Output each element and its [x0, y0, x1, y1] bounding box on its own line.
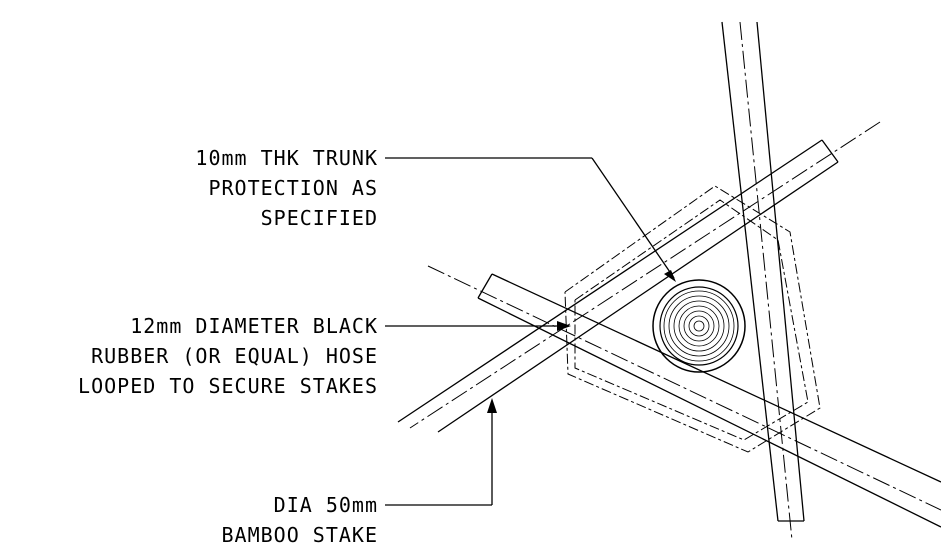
- label-line: 10mm THK TRUNK: [195, 146, 378, 170]
- vertical-bamboo-stake: [721, 21, 805, 541]
- arrowhead-icon: [664, 270, 676, 282]
- label-line: 12mm DIAMETER BLACK: [130, 314, 378, 338]
- hose-loop-outline: [564, 185, 821, 453]
- label-bamboo-stake: DIA 50mm BAMBOO STAKE: [222, 493, 379, 547]
- tree-trunk: [652, 279, 746, 373]
- upper-diagonal-bamboo-stake: [397, 121, 881, 433]
- lower-diagonal-bamboo-stake: [427, 265, 941, 528]
- label-line: DIA 50mm: [274, 493, 378, 517]
- label-line: SPECIFIED: [261, 206, 378, 230]
- label-line: BAMBOO STAKE: [222, 523, 379, 547]
- label-trunk-protection: 10mm THK TRUNK PROTECTION AS SPECIFIED: [195, 146, 378, 230]
- arrowhead-icon: [557, 321, 571, 331]
- leader-trunk-protection: [385, 157, 676, 282]
- label-rubber-hose: 12mm DIAMETER BLACK RUBBER (OR EQUAL) HO…: [78, 314, 378, 398]
- label-line: LOOPED TO SECURE STAKES: [78, 374, 378, 398]
- leader-rubber-hose: [385, 321, 571, 331]
- leader-bamboo-stake: [385, 398, 497, 506]
- label-line: RUBBER (OR EQUAL) HOSE: [91, 344, 378, 368]
- arrowhead-icon: [487, 398, 497, 413]
- label-line: PROTECTION AS: [208, 176, 378, 200]
